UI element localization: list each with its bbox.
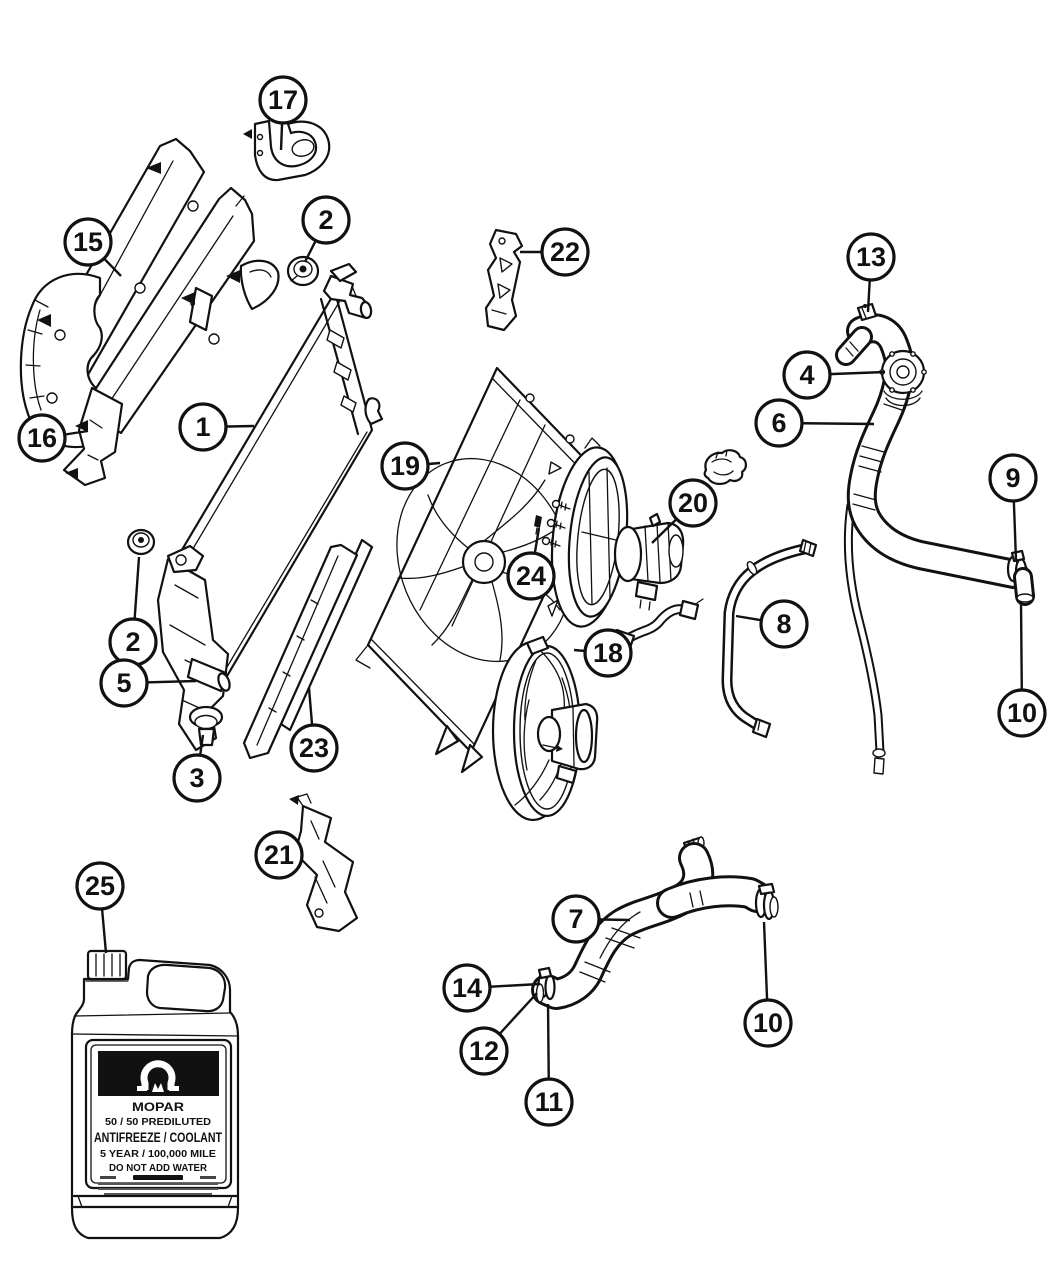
fan-shroud-illustration	[355, 366, 602, 774]
callout-9: 9	[988, 453, 1038, 561]
callout-23: 23	[289, 687, 339, 773]
callout-18: 18	[573, 628, 633, 678]
svg-text:19: 19	[390, 451, 420, 481]
callout-14: 14	[442, 963, 541, 1013]
radiator-illustration	[156, 262, 384, 752]
svg-text:25: 25	[85, 871, 115, 901]
callout-10-right: 10	[997, 601, 1047, 738]
callout-24: 24	[506, 527, 556, 601]
jug-warranty-text: 5 YEAR / 100,000 MILE	[100, 1148, 216, 1160]
svg-text:8: 8	[776, 609, 791, 639]
svg-text:15: 15	[73, 227, 103, 257]
support-bracket-22-illustration	[484, 228, 524, 332]
svg-text:21: 21	[264, 840, 294, 870]
svg-text:16: 16	[27, 423, 57, 453]
upper-radiator-hose-illustration	[835, 302, 1035, 775]
callout-13: 13	[846, 232, 896, 313]
radiator-grommet-upper-illustration	[286, 255, 320, 287]
svg-text:7: 7	[568, 904, 583, 934]
callout-4: 4	[782, 350, 886, 400]
callout-7: 7	[551, 894, 631, 944]
air-baffle-lower-illustration	[62, 386, 124, 487]
air-baffle-assembly-illustration	[19, 137, 280, 449]
callout-3: 3	[172, 734, 222, 803]
coolant-jug-illustration: MOPAR 50 / 50 PREDILUTED ANTIFREEZE / CO…	[70, 949, 240, 1240]
cooling-fan-illustration	[491, 635, 599, 822]
callout-25: 25	[75, 861, 125, 954]
mounting-screws-illustration	[534, 499, 571, 548]
svg-text:10: 10	[1007, 698, 1037, 728]
callout-16: 16	[17, 413, 89, 463]
callout-8: 8	[735, 599, 809, 649]
retainer-clip-illustration	[703, 449, 747, 485]
svg-text:24: 24	[516, 561, 546, 591]
callout-17: 17	[258, 75, 308, 151]
radiator-grommet-lower-illustration	[126, 528, 156, 556]
callout-2-upper: 2	[301, 195, 351, 263]
svg-text:13: 13	[856, 242, 886, 272]
svg-text:9: 9	[1005, 463, 1020, 493]
callout-1: 1	[178, 402, 255, 452]
svg-text:10: 10	[753, 1008, 783, 1038]
svg-text:22: 22	[550, 237, 580, 267]
callout-15: 15	[63, 217, 122, 277]
jug-prediluted-text: 50 / 50 PREDILUTED	[105, 1116, 211, 1128]
svg-text:18: 18	[593, 638, 623, 668]
callout-21: 21	[254, 830, 304, 880]
svg-text:1: 1	[195, 412, 210, 442]
callout-22: 22	[520, 227, 590, 277]
jug-antifreeze-text: ANTIFREEZE / COOLANT	[94, 1130, 223, 1145]
callout-10-bottom: 10	[743, 921, 793, 1048]
callout-6: 6	[754, 398, 875, 448]
svg-text:5: 5	[116, 668, 131, 698]
air-seal-strip-illustration	[242, 538, 374, 760]
bypass-hose-illustration	[721, 538, 818, 739]
svg-text:23: 23	[299, 733, 329, 763]
svg-text:2: 2	[125, 627, 140, 657]
jug-brand-text: MOPAR	[132, 1100, 184, 1114]
fan-motor-illustration	[613, 512, 685, 611]
svg-text:12: 12	[469, 1036, 499, 1066]
svg-text:2: 2	[318, 205, 333, 235]
svg-text:14: 14	[452, 973, 482, 1003]
callout-20: 20	[651, 478, 718, 544]
callout-11: 11	[524, 1003, 574, 1127]
svg-text:20: 20	[678, 488, 708, 518]
callout-2-lower: 2	[108, 556, 158, 667]
callout-5: 5	[99, 658, 197, 708]
svg-text:3: 3	[189, 763, 204, 793]
svg-text:4: 4	[799, 360, 814, 390]
svg-text:6: 6	[771, 408, 786, 438]
fan-mount-ring-illustration	[547, 437, 629, 628]
callout-12: 12	[459, 992, 538, 1076]
support-bracket-17-illustration	[243, 119, 331, 182]
svg-text:17: 17	[268, 85, 298, 115]
lower-radiator-hose-illustration	[531, 836, 779, 1010]
jug-warning-text: DO NOT ADD WATER	[109, 1162, 207, 1174]
callout-19: 19	[380, 441, 441, 491]
svg-text:11: 11	[535, 1087, 564, 1117]
